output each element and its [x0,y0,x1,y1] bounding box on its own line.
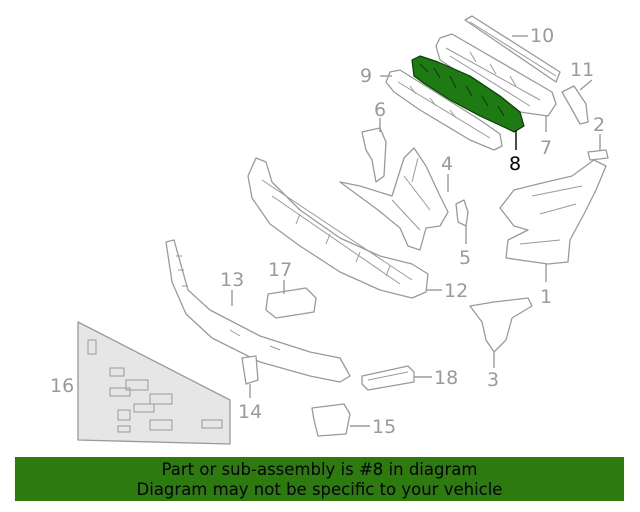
callout-10: 10 [512,25,554,47]
part-17-bracket[interactable] [265,287,317,319]
callout-11: 11 [570,59,594,91]
callout-5: 5 [459,226,471,269]
callout-13: 13 [220,269,244,306]
svg-text:18: 18 [434,367,458,389]
svg-text:6: 6 [374,99,386,121]
svg-text:5: 5 [459,247,471,269]
svg-text:12: 12 [444,280,468,302]
part-16-hardware-kit[interactable] [77,321,231,445]
parts-diagram: 10 11 9 6 8 7 2 4 5 1 17 12 [50,15,609,445]
callout-3: 3 [487,352,499,391]
svg-text:3: 3 [487,369,499,391]
part-11-clip[interactable] [561,85,589,125]
svg-text:11: 11 [570,59,594,81]
callout-12: 12 [426,280,468,302]
info-banner: Part or sub-assembly is #8 in diagram Di… [15,457,624,501]
part-1-side-bracket[interactable] [499,159,607,265]
part-3-lower-bracket[interactable] [469,297,533,353]
callout-7: 7 [540,116,552,159]
banner-line-1: Part or sub-assembly is #8 in diagram [161,460,478,479]
part-14-bracket[interactable] [241,355,259,385]
callout-16: 16 [50,375,74,397]
svg-text:1: 1 [540,286,552,308]
svg-text:14: 14 [238,401,262,423]
part-2-bracket[interactable] [587,149,609,161]
callout-18: 18 [414,367,458,389]
part-7-upper-absorber[interactable] [435,33,557,117]
svg-text:13: 13 [220,269,244,291]
part-10-reinforcement-strip[interactable] [464,15,561,83]
callout-8: 8 [509,130,521,175]
banner-line-2: Diagram may not be specific to your vehi… [136,480,503,499]
svg-text:8: 8 [509,153,521,175]
svg-text:9: 9 [360,65,372,87]
callout-14: 14 [238,384,262,423]
svg-text:15: 15 [372,416,396,438]
svg-text:10: 10 [530,25,554,47]
callout-2: 2 [593,114,605,150]
part-6-bracket[interactable] [361,127,387,183]
part-15-bracket[interactable] [311,403,351,437]
svg-text:16: 16 [50,375,74,397]
part-13-lower-bar[interactable] [165,239,351,383]
part-9-reinforcement[interactable] [385,69,503,151]
part-5-bracket[interactable] [455,199,469,227]
part-4-support-bracket[interactable] [339,147,449,251]
callout-15: 15 [350,416,396,438]
part-8-absorber-highlighted[interactable] [411,55,525,133]
callout-17: 17 [268,259,292,294]
callout-9: 9 [360,65,392,87]
callout-1: 1 [540,264,552,308]
svg-text:4: 4 [441,153,453,175]
part-12-bumper-beam[interactable] [247,157,429,299]
svg-text:2: 2 [593,114,605,136]
part-18-trim[interactable] [361,365,415,391]
svg-text:7: 7 [540,137,552,159]
callout-6: 6 [374,99,386,132]
svg-text:17: 17 [268,259,292,281]
callout-4: 4 [441,153,453,192]
